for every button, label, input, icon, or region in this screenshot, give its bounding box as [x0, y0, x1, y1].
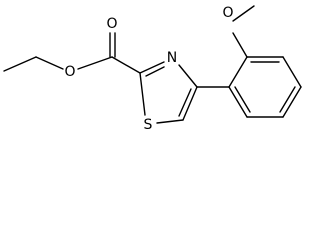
- bond-c4-c5-double-a: [182, 86, 198, 121]
- ring-sulfur-label: S: [144, 117, 153, 133]
- bond-carbonyl-c-c2: [111, 56, 141, 74]
- bond-c2-n3-double-a: [139, 61, 165, 74]
- bond-o-carbonyl-c: [77, 56, 113, 70]
- bond-ph-c4-c5-inner: [279, 86, 296, 113]
- bond-c4-c5-double-b: [178, 88, 192, 117]
- bond-n3-c4: [178, 64, 198, 88]
- molecule-canvas: O O N S O: [3, 5, 302, 133]
- bond-ph-c6-c1: [228, 86, 248, 118]
- bond-ph-c2-omethyl: [232, 32, 248, 58]
- bond-c2-n3-double-b: [145, 66, 165, 77]
- ring-nitrogen-label: N: [167, 50, 177, 66]
- structure-diagram: O O N S O: [3, 5, 302, 133]
- bond-ph-c3-c4: [282, 56, 302, 88]
- bond-s1-c2: [139, 72, 146, 116]
- bond-ph-c1-c2: [228, 56, 248, 88]
- ester-oxygen-label: O: [64, 64, 75, 80]
- bond-ethyl-ch2-o: [35, 56, 64, 70]
- bond-ph-c4-c5: [282, 86, 302, 118]
- bond-c5-s1: [156, 119, 184, 124]
- bond-ethyl-ch3-ch2: [3, 56, 37, 72]
- carbonyl-oxygen-label: O: [106, 16, 117, 32]
- methoxy-oxygen-label: O: [222, 5, 233, 21]
- bond-omethyl-ch3: [232, 5, 255, 22]
- bond-ph-c6-c1-inner: [234, 86, 251, 113]
